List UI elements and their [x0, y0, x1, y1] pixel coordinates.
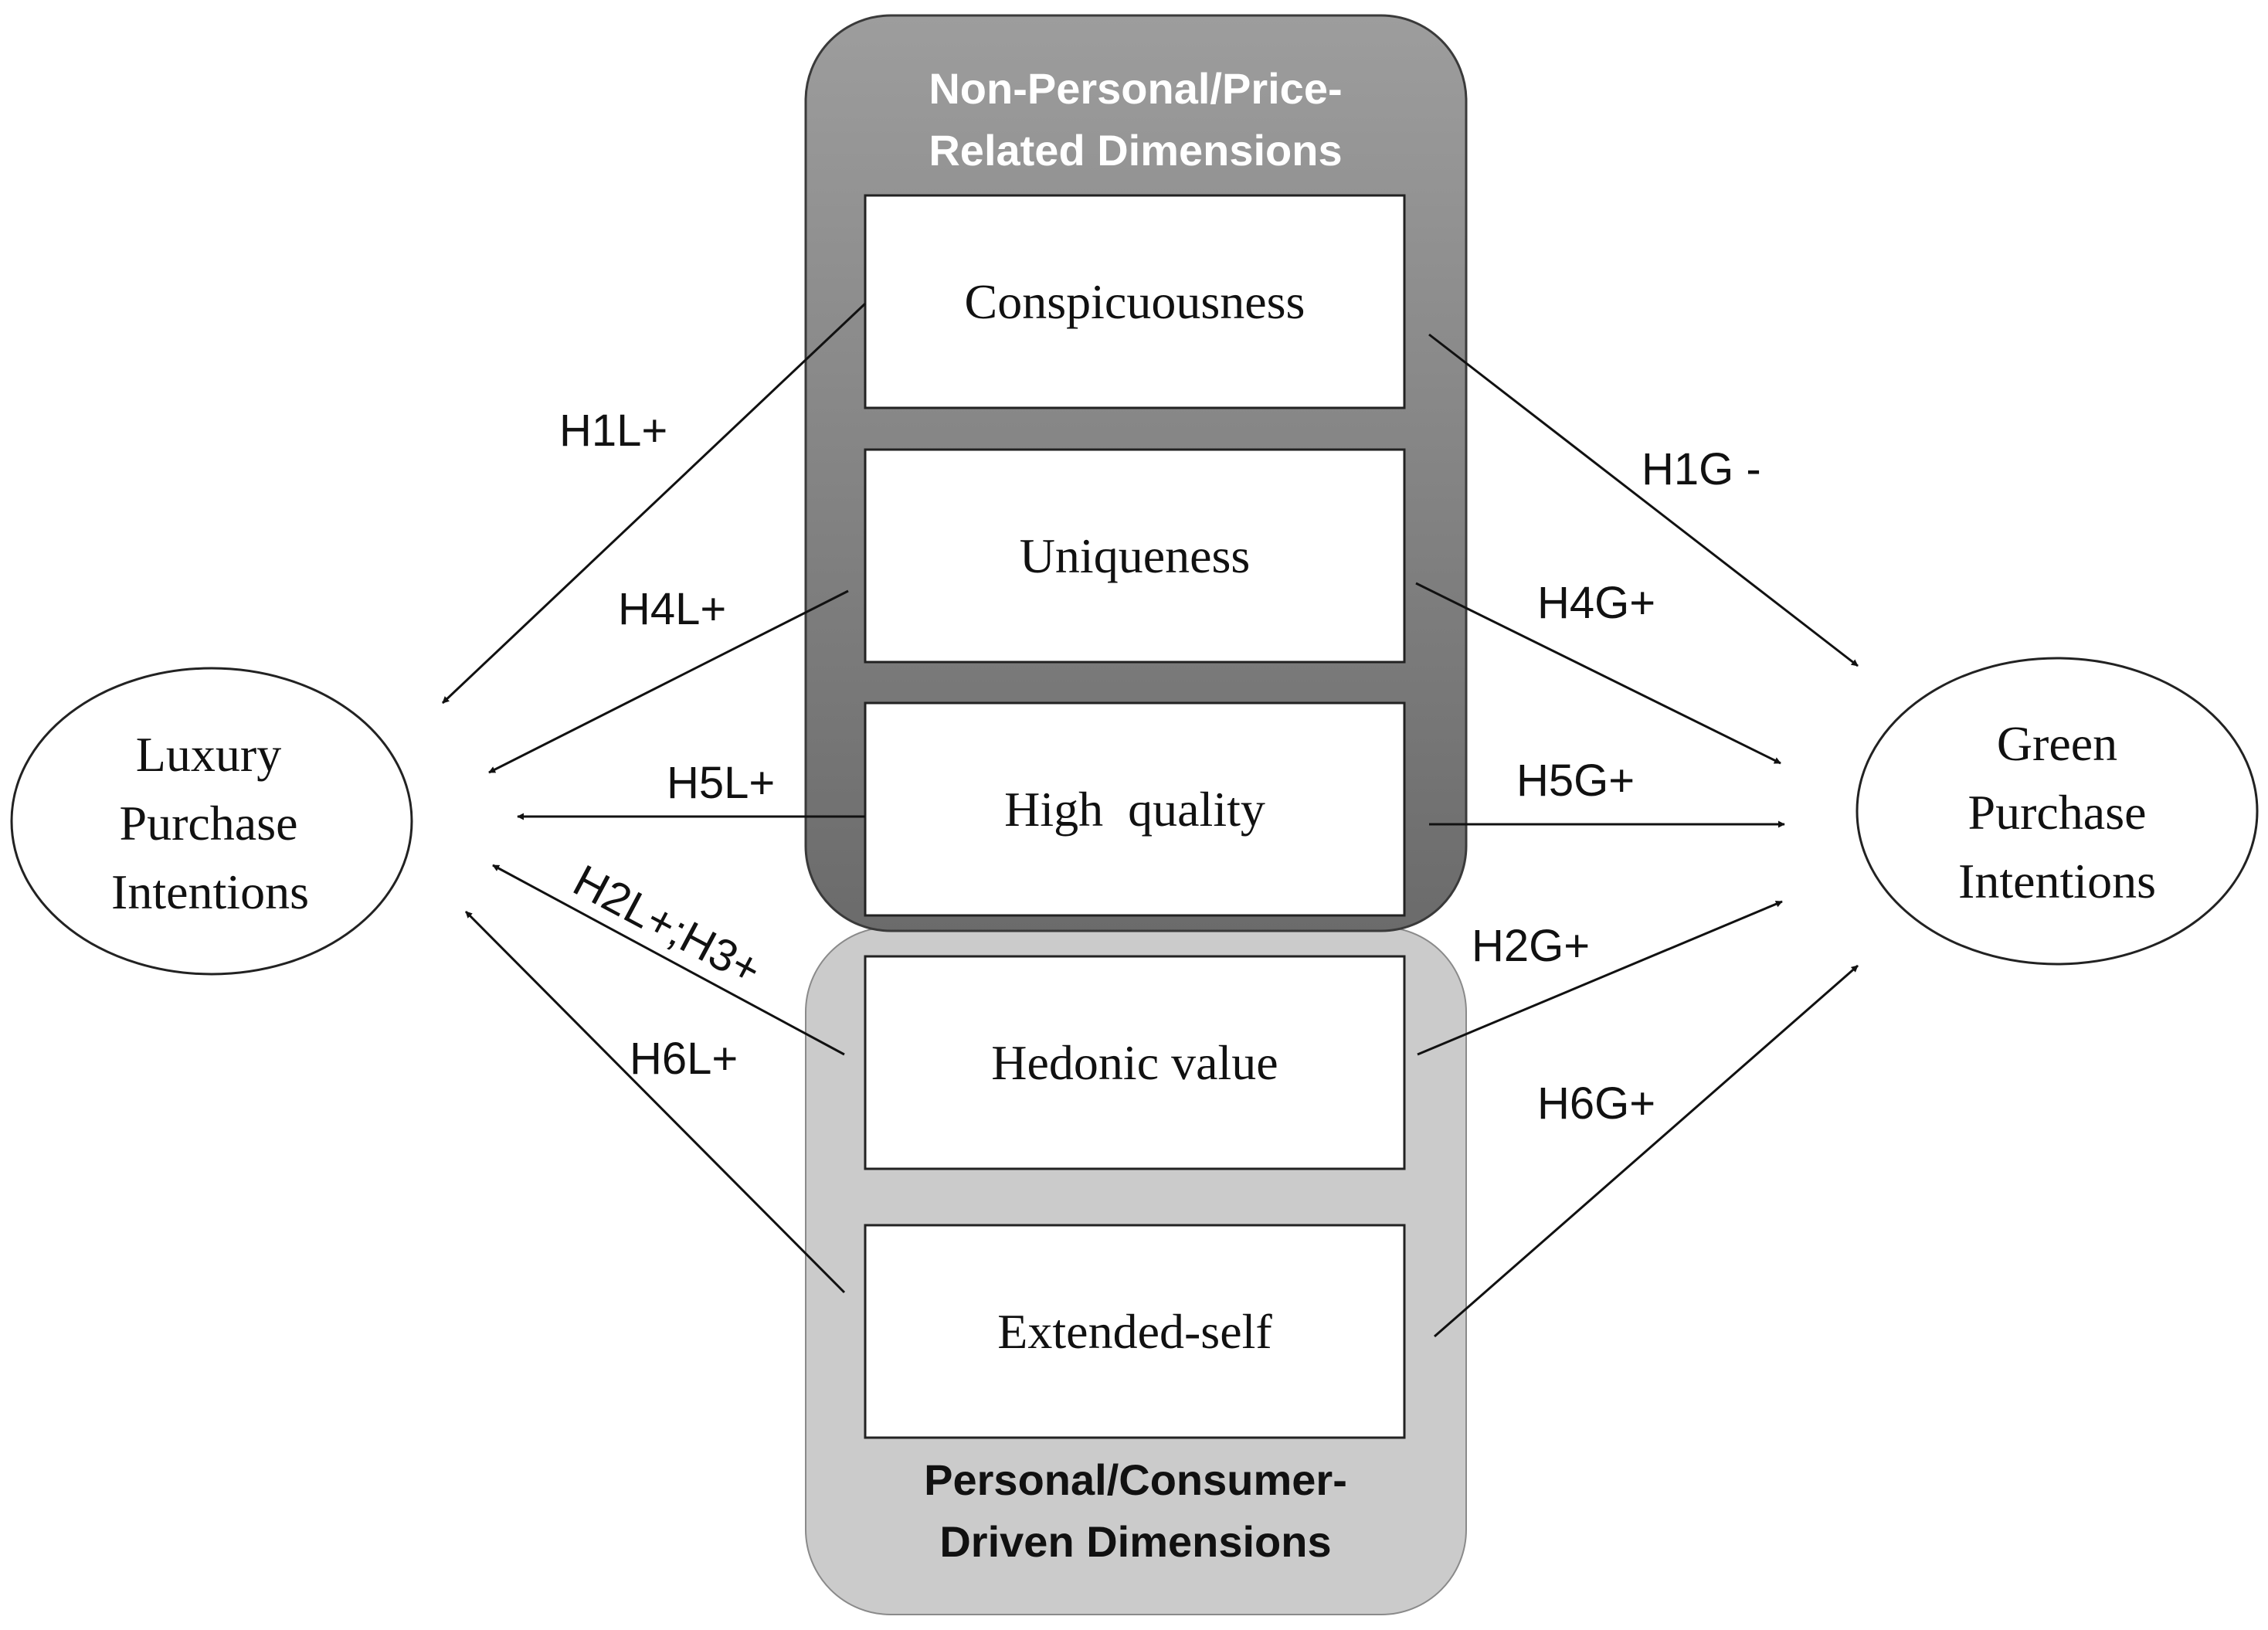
bottom-group-title-line1: Personal/Consumer-: [924, 1455, 1347, 1504]
arrow-h4l: [488, 589, 849, 774]
green-label-line2: Purchase: [1968, 785, 2146, 840]
hyp-label-h6l: H6L+: [630, 1034, 738, 1084]
label-high-quality: High quality: [1004, 782, 1265, 837]
arrow-h6g: [1434, 964, 1859, 1338]
hyp-label-h5g: H5G+: [1516, 756, 1635, 806]
top-group-title-line2: Related Dimensions: [929, 126, 1342, 175]
hyp-label-h4l: H4L+: [618, 584, 726, 634]
arrow-h1g: [1428, 333, 1859, 667]
arrow-h4g: [1415, 582, 1781, 765]
hyp-label-h4g: H4G+: [1537, 578, 1655, 628]
hyp-label-h2g: H2G+: [1472, 921, 1590, 971]
hyp-label-h1g: H1G -: [1642, 444, 1761, 494]
top-group-title-line1: Non-Personal/Price-: [929, 64, 1342, 113]
label-hedonic-value: Hedonic value: [991, 1035, 1278, 1090]
luxury-intentions-ellipse: [10, 667, 413, 976]
box-conspicuousness: [864, 194, 1406, 409]
box-high-quality: [864, 701, 1406, 917]
hyp-label-h1l: H1L+: [559, 406, 667, 456]
luxury-label-line2: Purchase: [119, 796, 297, 851]
arrow-h2l-h3: [492, 864, 845, 1056]
hyp-label-h6g: H6G+: [1537, 1078, 1655, 1129]
box-hedonic-value: [864, 955, 1406, 1170]
arrow-h6l: [464, 910, 846, 1294]
bottom-group-title-line2: Driven Dimensions: [939, 1517, 1331, 1566]
box-uniqueness: [864, 448, 1406, 664]
green-intentions-ellipse: [1855, 657, 2259, 966]
green-label-line1: Green: [1997, 716, 2117, 771]
arrow-h2g: [1417, 900, 1783, 1056]
hyp-label-h5l: H5L+: [667, 758, 775, 808]
arrow-h1l: [441, 302, 867, 705]
label-uniqueness: Uniqueness: [1020, 528, 1251, 583]
luxury-label-line3: Intentions: [111, 864, 309, 919]
luxury-label-line1: Luxury: [136, 727, 281, 782]
hyp-label-h2l-h3: H2L+;H3+: [565, 855, 769, 996]
label-conspicuousness: Conspicuousness: [965, 274, 1305, 329]
green-label-line3: Intentions: [1958, 854, 2156, 908]
label-extended-self: Extended-self: [997, 1304, 1272, 1359]
box-extended-self: [864, 1224, 1406, 1439]
